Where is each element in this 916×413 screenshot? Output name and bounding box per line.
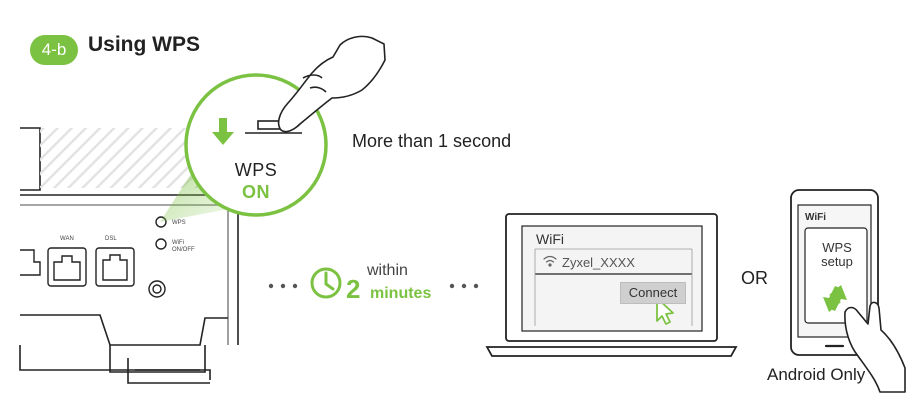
wifi-icon bbox=[543, 255, 557, 267]
press-duration-label: More than 1 second bbox=[352, 131, 512, 151]
refresh-arrows-icon bbox=[823, 285, 847, 312]
network-name: Zyxel_XXXX bbox=[562, 255, 635, 270]
laptop bbox=[485, 213, 738, 357]
dots-right bbox=[449, 283, 479, 289]
port-label-wan: WAN bbox=[60, 236, 74, 242]
time-unit: minutes bbox=[370, 285, 432, 302]
or-label: OR bbox=[741, 268, 768, 288]
step-title: Using WPS bbox=[88, 33, 201, 56]
port-label-dsl: DSL bbox=[105, 236, 117, 242]
android-only-caption: Android Only bbox=[767, 365, 866, 384]
step-badge: 4-b bbox=[30, 35, 78, 65]
phone-wifi-title: WiFi bbox=[805, 212, 827, 223]
laptop-wifi-title: WiFi bbox=[536, 231, 564, 247]
router-ports bbox=[20, 216, 167, 298]
time-number: 2 bbox=[346, 274, 361, 304]
connect-button[interactable]: Connect bbox=[620, 282, 686, 304]
port-label-wps: WPS bbox=[172, 220, 186, 226]
hand-icon bbox=[277, 35, 386, 133]
cursor-icon bbox=[656, 297, 674, 325]
wps-button-label: WPS bbox=[234, 160, 278, 180]
wps-state-label: ON bbox=[242, 182, 270, 202]
within-label: within bbox=[367, 262, 408, 279]
down-arrow-icon bbox=[212, 118, 234, 145]
dots-left bbox=[268, 283, 298, 289]
clock-icon bbox=[310, 267, 342, 299]
phone-hand-icon bbox=[844, 301, 906, 393]
